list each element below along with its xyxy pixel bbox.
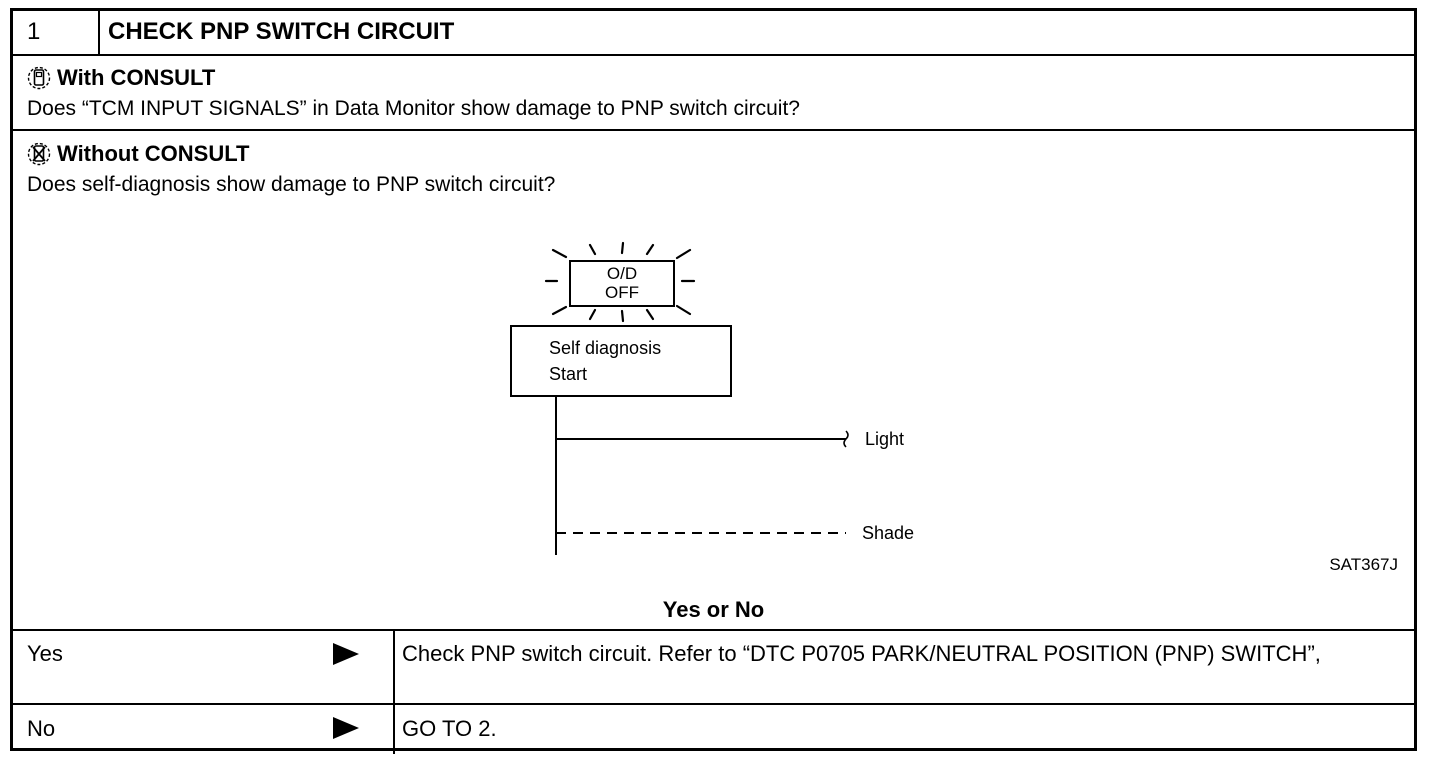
- outcome-yes-action: Check PNP switch circuit. Refer to “DTC …: [402, 641, 1321, 666]
- no-arrow-icon: [333, 717, 359, 739]
- box-line-2: Start: [549, 364, 587, 384]
- without-consult-label: Without CONSULT: [57, 141, 250, 166]
- od-off-lamp-rays: [544, 241, 696, 323]
- outcome-yes-label: Yes: [27, 641, 63, 666]
- header-rule: [13, 54, 1414, 56]
- with-consult-question: Does “TCM INPUT SIGNALS” in Data Monitor…: [27, 97, 800, 120]
- light-break: [843, 430, 849, 448]
- step-number: 1: [27, 18, 41, 45]
- diagnostic-procedure-table: 1 CHECK PNP SWITCH CIRCUIT With CONSULT …: [10, 8, 1417, 754]
- outcome-divider: [393, 629, 395, 754]
- with-consult-heading: With CONSULT: [27, 65, 215, 91]
- with-consult-label: With CONSULT: [57, 65, 216, 90]
- self-diagnosis-box: [510, 325, 732, 397]
- without-consult-heading: Without CONSULT: [27, 141, 249, 167]
- no-consult-tester-icon: [27, 141, 51, 167]
- lamp-line-2: OFF: [605, 283, 639, 302]
- section-rule: [13, 129, 1414, 131]
- header-divider: [98, 11, 100, 54]
- self-diagnosis-diagram: O/D OFF Self diagnosis Start Light Shade: [510, 241, 914, 555]
- lamp-line-1: O/D: [607, 264, 637, 283]
- od-off-lamp: [569, 260, 675, 307]
- without-consult-question: Does self-diagnosis show damage to PNP s…: [27, 173, 556, 196]
- consult-tester-icon: [27, 65, 51, 91]
- light-label: Light: [865, 429, 904, 449]
- decision-rule: [13, 629, 1414, 631]
- shade-label: Shade: [862, 523, 914, 543]
- step-title: CHECK PNP SWITCH CIRCUIT: [108, 18, 455, 45]
- figure-id: SAT367J: [1329, 555, 1398, 574]
- outcome-no-label: No: [27, 716, 56, 741]
- box-line-1: Self diagnosis: [549, 338, 661, 358]
- decision-label: Yes or No: [662, 597, 765, 622]
- yes-arrow-icon: [333, 643, 359, 665]
- outcome-no-action: GO TO 2.: [402, 716, 497, 741]
- outcome-rule: [13, 703, 1414, 705]
